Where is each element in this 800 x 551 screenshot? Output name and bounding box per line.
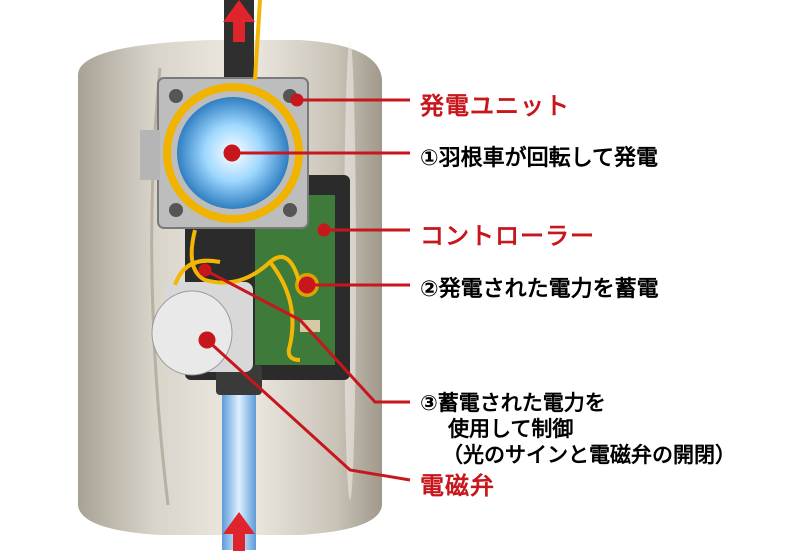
solenoid-valve [151,282,253,376]
label-storage: ②発電された電力を蓄電 [420,277,659,302]
label-controller: コントローラー [420,222,595,250]
label-control-line3: （光のサインと電磁弁の開閉） [442,443,736,467]
label-control-line2: 使用して制御 [448,417,574,441]
label-solenoid: 電磁弁 [420,472,495,500]
water-pipes [216,0,262,550]
label-power-unit: 発電ユニット [420,92,570,120]
wires [173,0,302,362]
flow-arrows [223,0,255,551]
callout-lines [198,93,411,482]
label-control-line1: ③蓄電された電力を [420,391,606,415]
label-impeller: ①羽根車が回転して発電 [420,146,658,171]
